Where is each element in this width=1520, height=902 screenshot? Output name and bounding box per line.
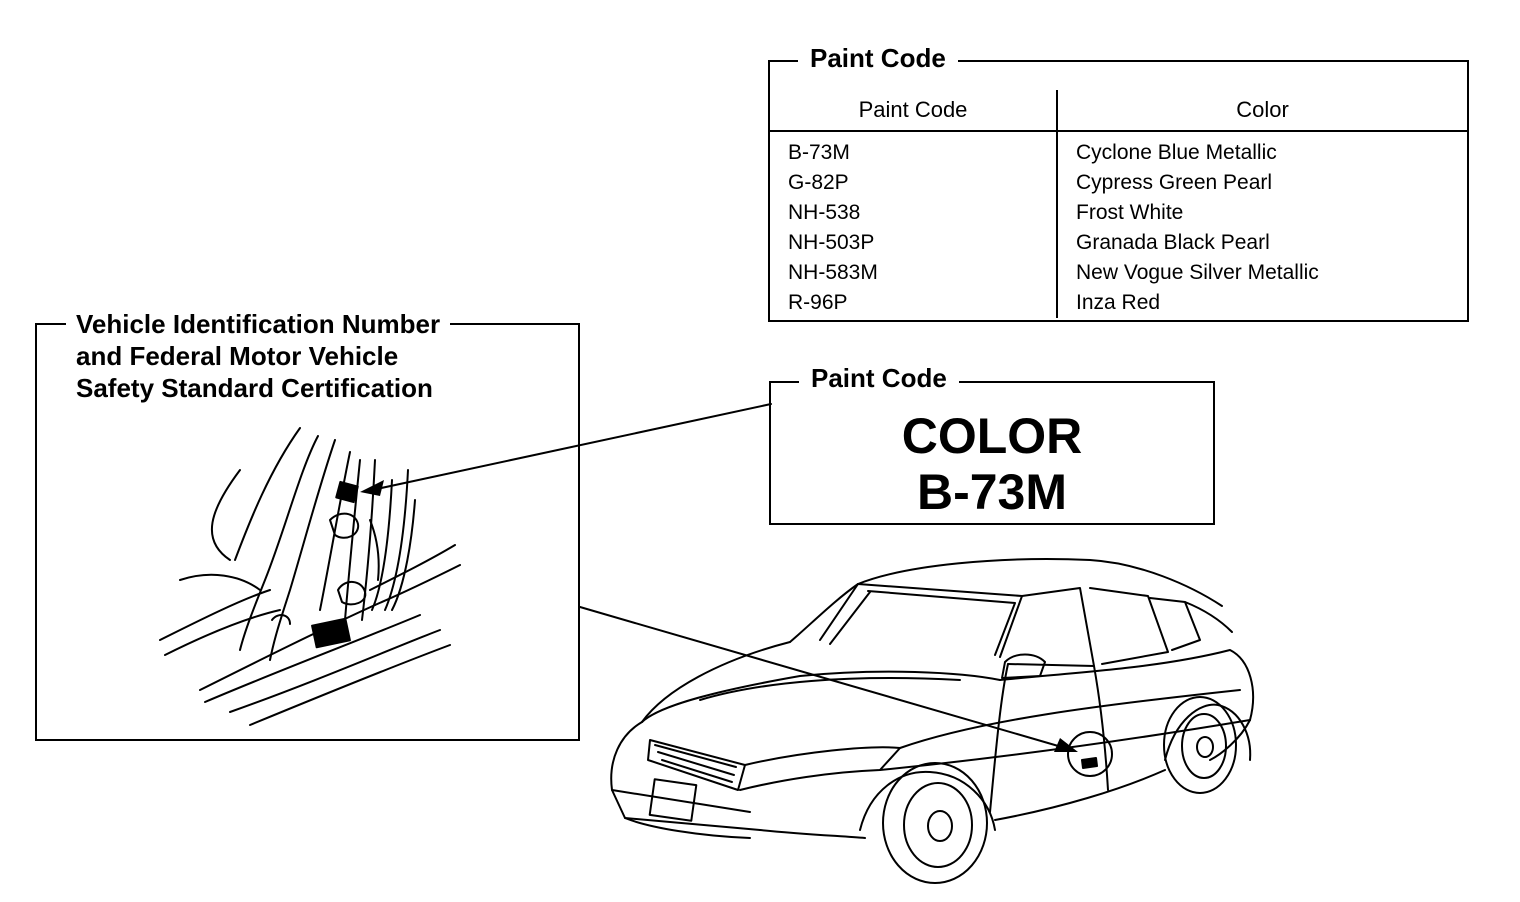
color-cell: Granada Black Pearl <box>1076 231 1270 254</box>
paint-code-cell: B-73M <box>770 131 1058 168</box>
table-row: NH-583M New Vogue Silver Metallic <box>770 258 1467 288</box>
header-paint-code: Paint Code <box>770 90 1058 132</box>
vin-title-line: and Federal Motor Vehicle <box>76 341 399 371</box>
label-code-text: B-73M <box>916 464 1068 520</box>
table-row: B-73M Cyclone Blue Metallic <box>770 131 1467 168</box>
table-row: NH-503P Granada Black Pearl <box>770 228 1467 258</box>
car-illustration <box>610 558 1254 884</box>
door-jamb-illustration <box>159 427 461 726</box>
paint-code-cell: NH-503P <box>770 228 1058 258</box>
paint-code-table-title: Paint Code <box>798 43 958 73</box>
label-color-text: COLOR <box>901 408 1083 464</box>
paint-code-label-box: COLOR B-73M <box>769 381 1215 525</box>
vin-title-line: Safety Standard Certification <box>76 373 433 403</box>
vin-certification-title: Vehicle Identification Number and Federa… <box>66 308 451 404</box>
table-row: G-82P Cypress Green Pearl <box>770 168 1467 198</box>
table-row: R-96P Inza Red <box>770 288 1467 318</box>
color-cell: Cyclone Blue Metallic <box>1076 141 1277 164</box>
leader-lines <box>371 403 1073 751</box>
color-cell: New Vogue Silver Metallic <box>1076 261 1319 284</box>
color-cell: Frost White <box>1076 201 1184 224</box>
paint-code-table: Paint Code Color B-73M Cyclone Blue Meta… <box>770 90 1467 318</box>
paint-code-cell: G-82P <box>770 168 1058 198</box>
color-cell: Cypress Green Pearl <box>1076 171 1273 194</box>
paint-code-cell: NH-538 <box>770 198 1058 228</box>
vin-title-line: Vehicle Identification Number <box>76 309 441 339</box>
header-color: Color <box>1057 90 1467 132</box>
arrow-head-label <box>360 480 384 496</box>
paint-code-cell: NH-583M <box>770 258 1058 288</box>
paint-code-label-title: Paint Code <box>799 363 959 393</box>
paint-code-cell: R-96P <box>770 288 1058 318</box>
color-cell: Inza Red <box>1076 291 1161 314</box>
paint-code-table-box: Paint Code Color B-73M Cyclone Blue Meta… <box>768 60 1469 322</box>
table-row: NH-538 Frost White <box>770 198 1467 228</box>
arrow-head-car <box>1054 738 1078 752</box>
